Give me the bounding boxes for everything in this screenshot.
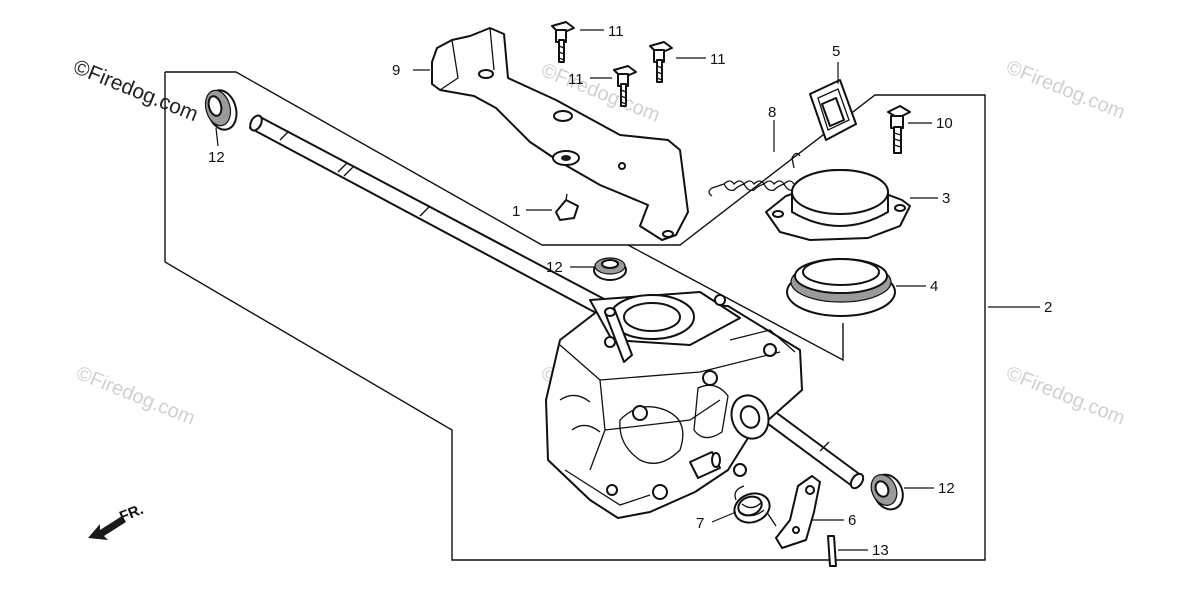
bolt-11-top bbox=[551, 21, 575, 63]
cover-subframe bbox=[627, 244, 844, 362]
callout-9: 9 bbox=[392, 62, 400, 79]
callout-13: 13 bbox=[872, 542, 889, 559]
watermark-text: ©Firedog.com bbox=[1003, 362, 1128, 430]
callout-10: 10 bbox=[936, 115, 953, 132]
callout-7: 7 bbox=[696, 515, 704, 532]
callout-8: 8 bbox=[768, 104, 776, 121]
bearing-12-right bbox=[870, 473, 904, 511]
callout-1: 1 bbox=[512, 203, 520, 220]
callout-2: 2 bbox=[1044, 299, 1052, 316]
bearing-12-topleft bbox=[204, 89, 238, 131]
callout-11: 11 bbox=[608, 23, 624, 40]
callout-11: 11 bbox=[710, 51, 726, 68]
roll-pin bbox=[827, 535, 837, 567]
leader-lines bbox=[215, 29, 1040, 551]
return-spring bbox=[708, 152, 801, 197]
callout-11: 11 bbox=[568, 71, 584, 88]
watermark-text: ©Firedog.com bbox=[73, 362, 198, 430]
callout-12: 12 bbox=[208, 149, 225, 166]
watermark-text: ©Firedog.com bbox=[70, 55, 201, 126]
watermark-text: ©Firedog.com bbox=[1003, 56, 1128, 124]
callout-12: 12 bbox=[938, 480, 955, 497]
callout-numbers: 9 1 11 11 11 5 8 10 3 4 2 12 12 12 6 7 1… bbox=[208, 23, 1052, 559]
mounting-bracket bbox=[431, 27, 689, 241]
assembly-frame bbox=[164, 71, 986, 561]
callout-4: 4 bbox=[930, 278, 938, 295]
rubber-boot bbox=[809, 79, 857, 141]
transmission-case bbox=[545, 291, 803, 519]
callout-12: 12 bbox=[546, 259, 563, 276]
seal-ring bbox=[786, 258, 896, 317]
bolt-10 bbox=[887, 105, 911, 154]
callout-5: 5 bbox=[832, 43, 840, 60]
torsion-spring bbox=[733, 485, 777, 527]
bearing-12-center bbox=[593, 257, 627, 281]
callout-3: 3 bbox=[942, 190, 950, 207]
bolt-11-right bbox=[649, 41, 673, 83]
bolt-11-mid bbox=[613, 65, 637, 107]
clip-pin bbox=[555, 193, 579, 221]
case-cover bbox=[765, 169, 911, 241]
callout-6: 6 bbox=[848, 512, 856, 529]
front-direction-arrow: FR. bbox=[88, 501, 146, 540]
shift-arm bbox=[775, 475, 821, 549]
front-label: FR. bbox=[117, 501, 146, 526]
